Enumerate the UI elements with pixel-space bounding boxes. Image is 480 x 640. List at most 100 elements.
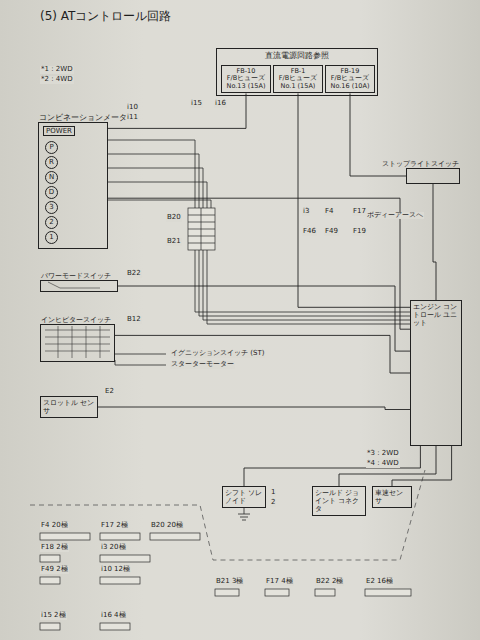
connector-id: 1 bbox=[270, 489, 276, 497]
node-heading: スロットル センサ bbox=[43, 399, 95, 415]
wire-line bbox=[195, 250, 410, 312]
part-label: F4 20極 bbox=[40, 522, 69, 530]
part-label: スターターモーター bbox=[170, 361, 235, 369]
indicator-lamp: N bbox=[45, 171, 58, 184]
wire-line bbox=[150, 533, 200, 540]
wire-line bbox=[108, 182, 207, 208]
connector-id: i15 bbox=[190, 100, 203, 108]
wire-line bbox=[392, 446, 452, 486]
indicator-lamp: 3 bbox=[45, 201, 58, 214]
wire-line bbox=[100, 577, 140, 584]
connector-id: B22 bbox=[126, 270, 142, 278]
fuse-box: FB-19F/Bヒューズ No.16 (10A) bbox=[325, 65, 375, 93]
component-box: スロットル センサ bbox=[40, 396, 98, 418]
connector-id: F46 bbox=[302, 228, 317, 236]
connector-id: i10 bbox=[126, 104, 139, 112]
connector-id: B20 bbox=[166, 214, 182, 222]
wire-line bbox=[315, 589, 335, 596]
node-heading: 車速センサ bbox=[375, 489, 409, 505]
connector-id: F4 bbox=[324, 208, 334, 216]
wire-line bbox=[265, 589, 289, 596]
component-box: 車速センサ bbox=[372, 486, 412, 508]
wire-line bbox=[100, 623, 130, 630]
component-box: 直流電源回路参照FB-10F/Bヒューズ No.13 (15A)FB-1F/Bヒ… bbox=[216, 48, 378, 96]
control-unit: エンジン コントロール ユニット bbox=[410, 300, 462, 446]
component-box: コンビネーションメータPOWERPRND321 bbox=[38, 122, 108, 249]
node-text: F/Bヒューズ No.13 (15A) bbox=[224, 75, 268, 90]
node-text: F/Bヒューズ No.16 (10A) bbox=[328, 75, 372, 90]
node-text: POWER bbox=[43, 126, 75, 136]
wire-connector bbox=[98, 407, 410, 410]
wire-line bbox=[115, 360, 166, 365]
fuse-box: FB-10F/Bヒューズ No.13 (15A) bbox=[221, 65, 271, 93]
node-heading: FB-1 bbox=[276, 68, 320, 75]
part-label: i16 4極 bbox=[100, 612, 127, 620]
wire-line bbox=[207, 250, 410, 324]
wire-bundle bbox=[108, 140, 410, 520]
connector-id: 2 bbox=[270, 499, 276, 507]
connector-id: F49 bbox=[324, 228, 339, 236]
wire-line bbox=[215, 589, 239, 596]
connector-id: F19 bbox=[352, 228, 367, 236]
connector-id: F17 bbox=[352, 208, 367, 216]
part-label: *2 : 4WD bbox=[40, 76, 74, 84]
indicator-lamp: P bbox=[45, 141, 58, 154]
component-box: インヒビタースイッチ bbox=[40, 324, 115, 362]
wire-line bbox=[108, 93, 246, 128]
wire-line bbox=[433, 184, 436, 300]
wire-line bbox=[203, 250, 410, 320]
node-heading: シフト ソレノイド bbox=[225, 489, 263, 505]
wire-connector bbox=[298, 93, 410, 307]
node-heading: 直流電源回路参照 bbox=[219, 51, 375, 60]
part-label: i3 20極 bbox=[100, 544, 127, 552]
part-label: イグニッションスイッチ (ST) bbox=[170, 350, 265, 358]
wire-line bbox=[188, 208, 215, 250]
wire-line bbox=[115, 335, 410, 373]
part-label: F17 2極 bbox=[100, 522, 129, 530]
part-label: E2 16極 bbox=[365, 578, 394, 586]
connector-id: B21 bbox=[166, 238, 182, 246]
wire-connector bbox=[392, 446, 452, 486]
part-label: B20 20極 bbox=[150, 522, 184, 530]
part-label: i10 12極 bbox=[100, 566, 131, 574]
connector-id: i16 bbox=[214, 100, 227, 108]
connector-id: E2 bbox=[104, 388, 115, 396]
part-label: F18 2極 bbox=[40, 544, 69, 552]
indicator-lamp: 1 bbox=[45, 231, 58, 244]
wire-line bbox=[118, 286, 410, 351]
wire-line bbox=[108, 168, 203, 208]
node-text: F/Bヒューズ No.1 (15A) bbox=[276, 75, 320, 90]
connector-block bbox=[40, 208, 411, 630]
node-heading: シールド ジョイント コネクタ bbox=[315, 489, 363, 513]
wire-connector bbox=[108, 198, 410, 329]
wire-connector bbox=[108, 93, 246, 128]
connector-id: B12 bbox=[126, 316, 142, 324]
node-heading: インヒビタースイッチ bbox=[41, 316, 111, 324]
wire-connector bbox=[118, 286, 410, 351]
part-label: F17 4極 bbox=[265, 578, 294, 586]
wire-line bbox=[40, 623, 60, 630]
wire-line bbox=[40, 577, 60, 584]
indicator-lamp: D bbox=[45, 186, 58, 199]
wire-line bbox=[100, 555, 150, 562]
wire-line bbox=[188, 208, 215, 250]
wire-line bbox=[40, 533, 90, 540]
wire-line bbox=[199, 250, 410, 316]
wire-line bbox=[115, 354, 166, 355]
node-heading: FB-10 bbox=[224, 68, 268, 75]
wire-line bbox=[40, 555, 60, 562]
fuse-box: FB-1F/Bヒューズ No.1 (15A) bbox=[273, 65, 323, 93]
wire-line bbox=[298, 93, 410, 307]
wire-line bbox=[98, 407, 410, 410]
wire-line bbox=[365, 589, 411, 596]
diagram-title: (5) ATコントロール回路 bbox=[40, 8, 171, 25]
part-label: *4 : 4WD bbox=[366, 460, 400, 468]
wire-line bbox=[100, 533, 140, 540]
node-heading: パワーモードスイッチ bbox=[41, 272, 111, 280]
node-heading: エンジン コントロール ユニット bbox=[413, 303, 459, 327]
indicator-lamp: 2 bbox=[45, 216, 58, 229]
indicator-lamp: R bbox=[45, 156, 58, 169]
wire-line bbox=[108, 198, 410, 329]
wire-connector bbox=[115, 335, 410, 373]
part-label: B21 3極 bbox=[215, 578, 244, 586]
